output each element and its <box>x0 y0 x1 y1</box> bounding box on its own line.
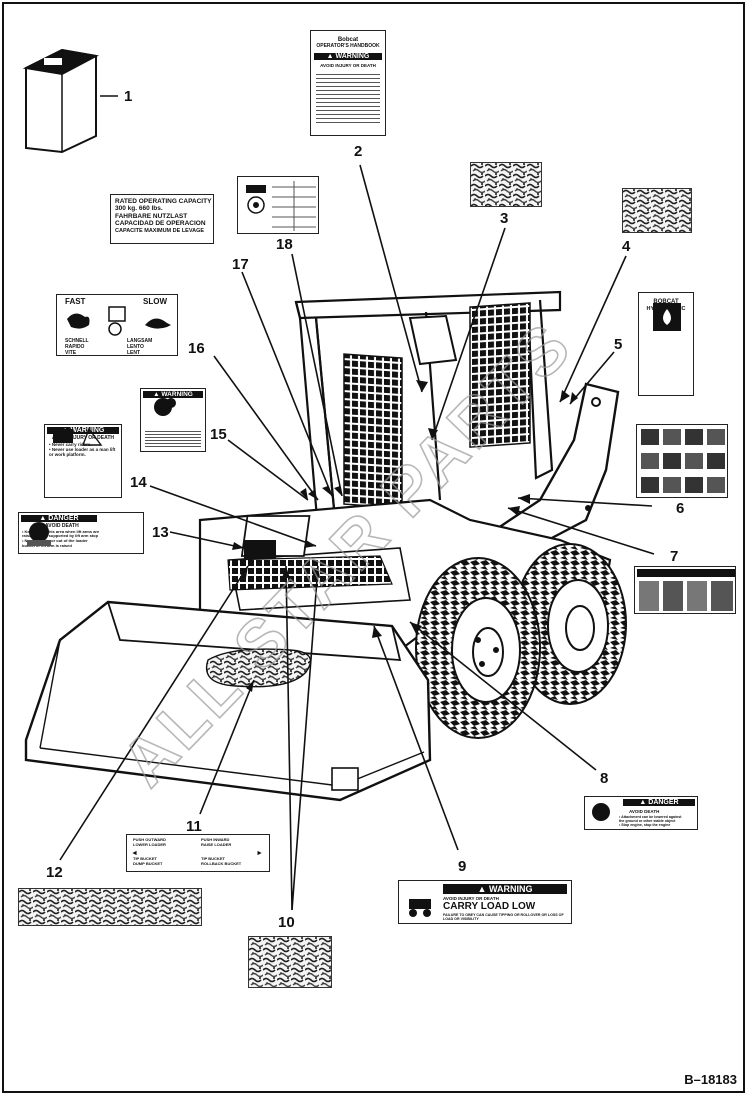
warning-header: ▲ WARNING <box>314 52 382 60</box>
cab-door-frame <box>408 314 458 366</box>
callout-11: 11 <box>186 818 202 835</box>
danger-right-line-3: • Stop engine, stop the engine <box>619 823 671 827</box>
speed-decal: FAST SLOW SCHNELL RAPIDO VITE LANGSAM LE… <box>56 294 178 356</box>
callout-5: 5 <box>614 336 623 353</box>
hydrostatic-fluid-decal: BOBCAT HYDROSTATIC FLUID <box>638 292 694 396</box>
callout-12: 12 <box>46 864 63 881</box>
step-tread <box>227 555 393 591</box>
front-wheel <box>415 557 541 739</box>
warning-avoid-sub: AVOID INJURY OR DEATH <box>51 435 115 441</box>
oil-drop-icon <box>663 309 671 325</box>
decal-heading-text: OPERATOR'S HANDBOOK <box>316 42 380 49</box>
callout-9: 9 <box>458 858 467 875</box>
danger-left-sub: AVOID DEATH <box>45 523 79 529</box>
callout-13: 13 <box>152 524 169 541</box>
rated-capacity-decal: RATED OPERATING CAPACITY 300 kg. 660 lbs… <box>110 194 214 244</box>
controls-r4: ROLLBACK BUCKET <box>201 861 242 866</box>
decal-12-texture <box>18 888 202 926</box>
decal-fine-print <box>316 70 380 123</box>
decal-3-texture <box>470 162 542 207</box>
capacity-line-1: RATED OPERATING CAPACITY <box>115 198 212 205</box>
controls-r1: PUSH INWARD <box>201 837 230 842</box>
danger-right-line-1: • Attachment can be lowered against <box>619 815 682 819</box>
danger-left-header: ▲ DANGER <box>21 515 97 522</box>
controls-l2: LOWER LOADER <box>133 842 166 847</box>
slow-label: SLOW <box>143 297 167 306</box>
controls-l4: DUMP BUCKET <box>133 861 163 866</box>
decal-10-texture <box>248 936 332 988</box>
warning-avoid-line-2: • Never use loader as a man lift or work… <box>49 446 116 458</box>
controls-r3: TIP BUCKET <box>201 856 225 861</box>
carry-load-fine: FAILURE TO OBEY CAN CAUSE TIPPING OR ROL… <box>443 913 564 922</box>
danger-left-line-2: raised unless supported by lift arm stop <box>22 533 99 539</box>
carry-load-low-decal: ▲ WARNING AVOID INJURY OR DEATH CARRY LO… <box>398 880 572 924</box>
pictogram-decal <box>636 424 728 498</box>
callout-2: 2 <box>354 143 363 160</box>
danger-left-line-3: • Never go into or out of the loader <box>22 537 88 543</box>
manual-box <box>22 48 100 154</box>
turtle-icon <box>145 318 171 329</box>
figure-code: B–18183 <box>684 1072 737 1087</box>
rear-wheel <box>513 543 627 705</box>
callout-1: 1 <box>124 88 133 105</box>
callout-10: 10 <box>278 914 295 931</box>
warning-avoid-line-1: • Never carry riders. <box>49 441 92 447</box>
callout-18: 18 <box>276 236 293 253</box>
cab-rear-screen <box>469 302 531 448</box>
rabbit-icon <box>67 313 90 329</box>
throttle-icon <box>108 306 126 322</box>
callout-6: 6 <box>676 500 685 517</box>
fast-label: FAST <box>65 297 86 306</box>
callout-14: 14 <box>130 474 147 491</box>
controls-l3: TIP BUCKET <box>133 856 157 861</box>
danger-left-decal: ▲ DANGER AVOID DEATH • Keep out of this … <box>18 512 144 554</box>
callout-17: 17 <box>232 256 249 273</box>
decal-subtitle-text: AVOID INJURY OR DEATH <box>320 62 376 68</box>
warning-small-fine-print <box>145 429 201 449</box>
arrow-left-icon: ◄ <box>131 850 138 857</box>
carry-load-main: CARRY LOAD LOW <box>443 901 536 912</box>
danger-right-header: ▲ DANGER <box>623 799 695 806</box>
callout-16: 16 <box>188 340 205 357</box>
carry-load-sub: AVOID INJURY OR DEATH <box>443 896 499 901</box>
operator-handbook-decal: Bobcat OPERATOR'S HANDBOOK ▲ WARNING AVO… <box>310 30 386 136</box>
callout-3: 3 <box>500 210 509 227</box>
danger-right-decal: ▲ DANGER AVOID DEATH • Attachment can be… <box>584 796 698 830</box>
fast-sub-label: SCHNELL RAPIDO VITE <box>65 338 89 356</box>
callout-4: 4 <box>622 238 631 255</box>
carry-load-header: ▲ WARNING <box>443 884 567 894</box>
capacity-line-4: CAPACIDAD DE OPERACION <box>115 220 206 228</box>
decal-4-texture <box>622 188 692 233</box>
lift-arm-pivot <box>591 397 601 407</box>
bucket <box>24 600 432 802</box>
warning-small-header: ▲ WARNING <box>143 391 203 398</box>
control-chart-decal <box>237 176 319 234</box>
callout-7: 7 <box>670 548 679 565</box>
capacity-line-5: CAPACITE MAXIMUM DE LEVAGE <box>115 227 205 234</box>
warning-small-decal: ▲ WARNING <box>140 388 206 452</box>
capacity-line-2: 300 kg. 660 lbs. <box>115 205 163 213</box>
bucket-decal-shape <box>205 648 312 688</box>
controls-decal: PUSH OUTWARD LOWER LOADER TIP BUCKET DUM… <box>126 834 270 872</box>
controls-l1: PUSH OUTWARD <box>133 837 166 842</box>
controls-r2: RAISE LOADER <box>201 842 232 847</box>
capacity-line-3: FAHRBARE NUTZLAST <box>115 212 188 220</box>
danger-right-sub: AVOID DEATH <box>629 809 660 814</box>
multi-warning-decal <box>634 566 736 614</box>
slow-sub-label: LANGSAM LENTO LENT <box>127 338 153 356</box>
danger-right-line-2: the ground or other stable object <box>619 819 676 823</box>
danger-left-line-1: • Keep out of this area when lift arms a… <box>22 528 100 534</box>
hydro-line-1: BOBCAT <box>653 299 679 305</box>
callout-15: 15 <box>210 426 227 443</box>
warning-avoid-decal: ▲ WARNING AVOID INJURY OR DEATH • Never … <box>44 424 122 498</box>
arrow-right-icon: ► <box>256 850 263 857</box>
callout-8: 8 <box>600 770 609 787</box>
decal-brand-text: Bobcat <box>337 37 359 43</box>
